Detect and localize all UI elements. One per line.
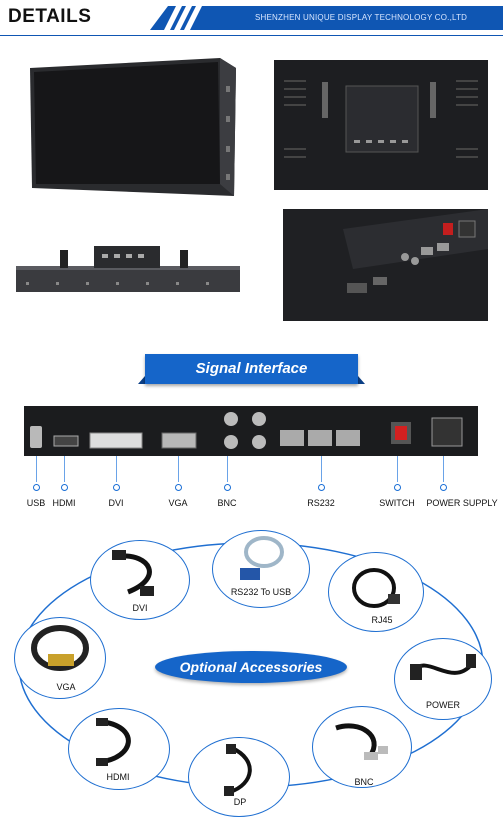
accessory-dvi bbox=[90, 540, 190, 620]
port-label-hdmi: HDMI bbox=[52, 498, 76, 508]
bnc-callout-line bbox=[227, 456, 228, 482]
company-name: SHENZHEN UNIQUE DISPLAY TECHNOLOGY CO.,L… bbox=[255, 13, 468, 22]
accessory-bnc bbox=[312, 706, 412, 788]
stripes-decoration bbox=[164, 6, 202, 30]
accessory-label-hdmi: HDMI bbox=[106, 772, 130, 782]
rs232-dot bbox=[318, 484, 325, 491]
hdmi-dot bbox=[61, 484, 68, 491]
io-closeup-photo bbox=[283, 209, 488, 321]
accessory-hdmi bbox=[68, 708, 170, 790]
switch-dot bbox=[394, 484, 401, 491]
accessory-rs232-usb bbox=[212, 530, 310, 608]
header-bar bbox=[150, 6, 503, 30]
port-label-bnc: BNC bbox=[217, 498, 237, 508]
usb-dot bbox=[33, 484, 40, 491]
dvi-cable-icon bbox=[112, 550, 154, 596]
bnc-cable-icon bbox=[335, 723, 388, 760]
accessory-label-vga: VGA bbox=[56, 682, 76, 692]
vga-callout-line bbox=[178, 456, 179, 482]
signal-interface-banner: Signal Interface bbox=[145, 354, 358, 384]
page-title: DETAILS bbox=[8, 6, 92, 27]
front-panel-photo bbox=[30, 58, 236, 196]
vga-dot bbox=[175, 484, 182, 491]
port-label-usb: USB bbox=[26, 498, 46, 508]
rj45-cable-icon bbox=[352, 568, 400, 608]
accessory-label-dp: DP bbox=[233, 797, 247, 807]
power-callout-line bbox=[443, 456, 444, 482]
vga-cable-icon bbox=[31, 625, 89, 671]
io-ports bbox=[30, 412, 463, 449]
back-panel-photo bbox=[274, 60, 488, 190]
dvi-dot bbox=[113, 484, 120, 491]
accessory-label-rs232-usb: RS232 To USB bbox=[230, 587, 292, 597]
rs232-usb-cable-icon bbox=[240, 536, 284, 580]
banner-shadow bbox=[138, 376, 365, 384]
dvi-callout-line bbox=[116, 456, 117, 482]
port-label-power-supply: POWER SUPPLY bbox=[426, 498, 498, 508]
port-label-vga: VGA bbox=[168, 498, 188, 508]
accessory-label-rj45: RJ45 bbox=[371, 615, 393, 625]
port-label-rs232: RS232 bbox=[307, 498, 335, 508]
accessory-label-bnc: BNC bbox=[354, 777, 374, 787]
switch-callout-line bbox=[397, 456, 398, 482]
usb-callout-line bbox=[36, 456, 37, 482]
port-label-switch: SWITCH bbox=[379, 498, 415, 508]
accessory-label-power: POWER bbox=[425, 700, 460, 710]
bnc-dot bbox=[224, 484, 231, 491]
hdmi-cable-icon bbox=[96, 718, 131, 766]
dp-cable-icon bbox=[224, 744, 252, 796]
hdmi-callout-line bbox=[64, 456, 65, 482]
optional-accessories-banner: Optional Accessories bbox=[155, 651, 347, 683]
power-dot bbox=[440, 484, 447, 491]
power-cable-icon bbox=[410, 654, 476, 680]
port-label-dvi: DVI bbox=[108, 498, 124, 508]
top-view-photo bbox=[16, 246, 240, 292]
header-divider bbox=[0, 35, 503, 36]
rs232-callout-line bbox=[321, 456, 322, 482]
accessory-label-dvi: DVI bbox=[132, 603, 148, 613]
accessory-rj45 bbox=[328, 552, 424, 632]
